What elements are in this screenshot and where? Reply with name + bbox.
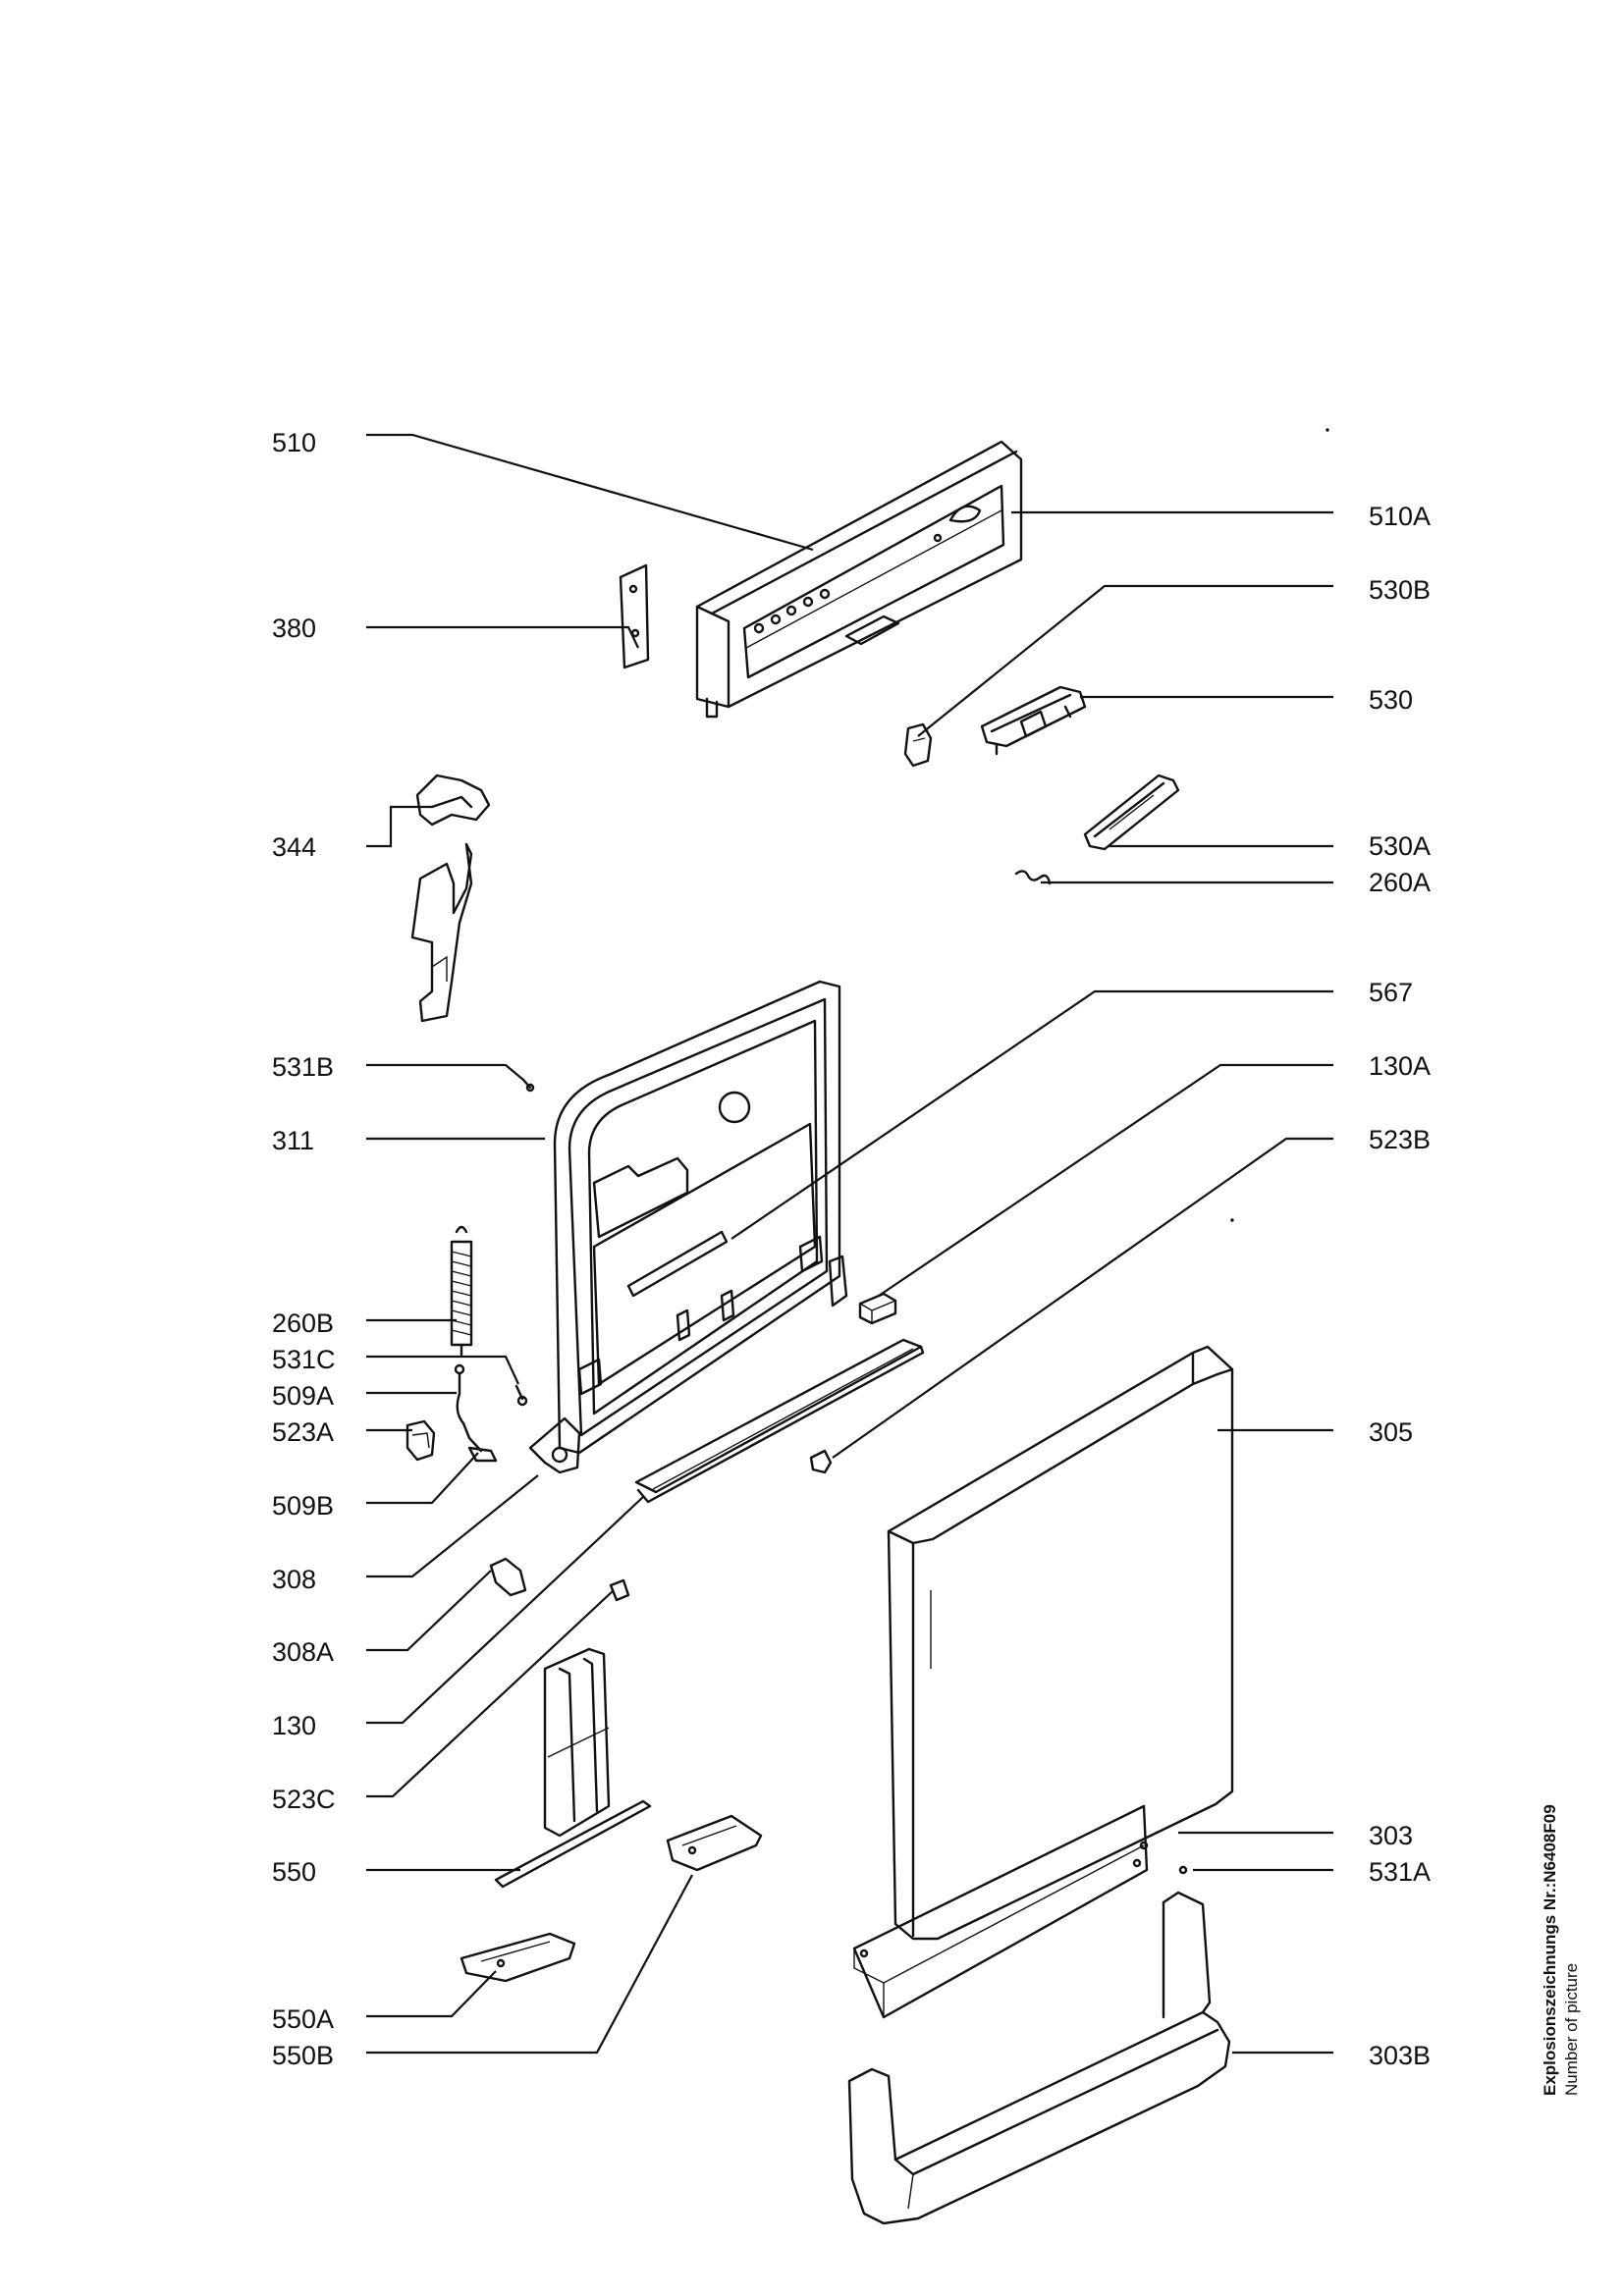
label-130A: 130A [1369, 1051, 1431, 1081]
label-523B: 523B [1369, 1125, 1431, 1154]
part-523A-clamp [406, 1419, 436, 1462]
leader-567 [730, 989, 1333, 1240]
leader-308A [366, 1570, 492, 1652]
label-344: 344 [272, 832, 316, 862]
label-510: 510 [272, 428, 316, 457]
part-530A-slider [1083, 774, 1180, 851]
leader-130A [878, 1063, 1333, 1297]
left-labels: 510 380 344 531B 311 260B 531C 509A 523A… [272, 428, 336, 2070]
label-130: 130 [272, 1711, 316, 1740]
label-523A: 523A [272, 1417, 334, 1447]
label-311: 311 [272, 1126, 314, 1155]
part-130-rail [634, 1338, 925, 1504]
part-523B-clip [809, 1449, 833, 1474]
label-303: 303 [1369, 1821, 1413, 1850]
label-509A: 509A [272, 1381, 334, 1411]
leader-523B [832, 1137, 1333, 1459]
leader-130 [366, 1496, 644, 1725]
part-531B-screw [521, 1078, 535, 1093]
picture-number-title: Explosionszeichnungs Nr.:N6408F09 [1541, 1804, 1559, 2096]
part-380-plate [619, 563, 650, 669]
part-509B-lever [467, 1446, 498, 1463]
leader-lines [366, 433, 1333, 2055]
part-550A-foot [460, 1932, 576, 1983]
leader-550B [366, 1874, 693, 2055]
picture-number-block: Explosionszeichnungs Nr.:N6408F09 Number… [1532, 1762, 1591, 2096]
scan-specks [1230, 428, 1329, 1222]
part-531C-screw [514, 1384, 528, 1407]
label-260A: 260A [1369, 868, 1431, 897]
label-303B: 303B [1369, 2041, 1431, 2070]
picture-number-subtitle: Number of picture [1562, 1962, 1581, 2096]
leader-550A [366, 1970, 497, 2018]
label-531B: 531B [272, 1052, 334, 1082]
part-305-outer-door-panel [887, 1345, 1234, 1941]
label-550: 550 [272, 1857, 316, 1887]
part-530-latch [980, 685, 1087, 756]
right-labels: 510A 530B 530 530A 260A 567 130A 523B 30… [1369, 502, 1431, 2070]
label-523C: 523C [272, 1785, 336, 1814]
label-567: 567 [1369, 978, 1413, 1007]
leader-380 [366, 625, 639, 649]
part-344-hinge-brackets [410, 774, 491, 1023]
part-510-control-panel [695, 440, 1023, 719]
part-260B-spring [450, 1225, 473, 1357]
leader-510 [366, 433, 814, 552]
part-530B-clip [903, 722, 933, 768]
leader-344 [366, 805, 432, 848]
part-550B-foot [666, 1814, 763, 1872]
part-303-trim-strip [852, 1804, 1149, 2019]
leader-308 [366, 1474, 539, 1578]
part-531A-screws [1132, 1841, 1188, 1875]
label-308A: 308A [272, 1637, 334, 1667]
part-550-support [494, 1647, 652, 1889]
part-130A-block [858, 1292, 897, 1325]
part-260A-spring [1014, 870, 1052, 885]
label-530A: 530A [1369, 831, 1431, 861]
label-531C: 531C [272, 1345, 336, 1374]
label-530: 530 [1369, 685, 1413, 715]
label-530B: 530B [1369, 575, 1431, 605]
leader-531C [366, 1355, 519, 1385]
part-523C-clip [609, 1578, 630, 1602]
leader-509B [366, 1452, 479, 1505]
part-303B-plinth [847, 1891, 1231, 2225]
leader-530B [917, 584, 1333, 737]
label-510A: 510A [1369, 502, 1431, 531]
label-550A: 550A [272, 2004, 334, 2034]
leader-523C [366, 1589, 615, 1798]
label-531A: 531A [1369, 1857, 1431, 1887]
part-308A-bracket [489, 1557, 527, 1597]
part-509A-cord [454, 1363, 483, 1453]
leader-531B [366, 1063, 524, 1081]
label-308: 308 [272, 1565, 316, 1594]
label-550B: 550B [272, 2041, 334, 2070]
label-260B: 260B [272, 1308, 334, 1338]
label-509B: 509B [272, 1491, 334, 1521]
label-305: 305 [1369, 1417, 1413, 1447]
label-380: 380 [272, 614, 316, 643]
part-311-inner-door [528, 980, 848, 1474]
